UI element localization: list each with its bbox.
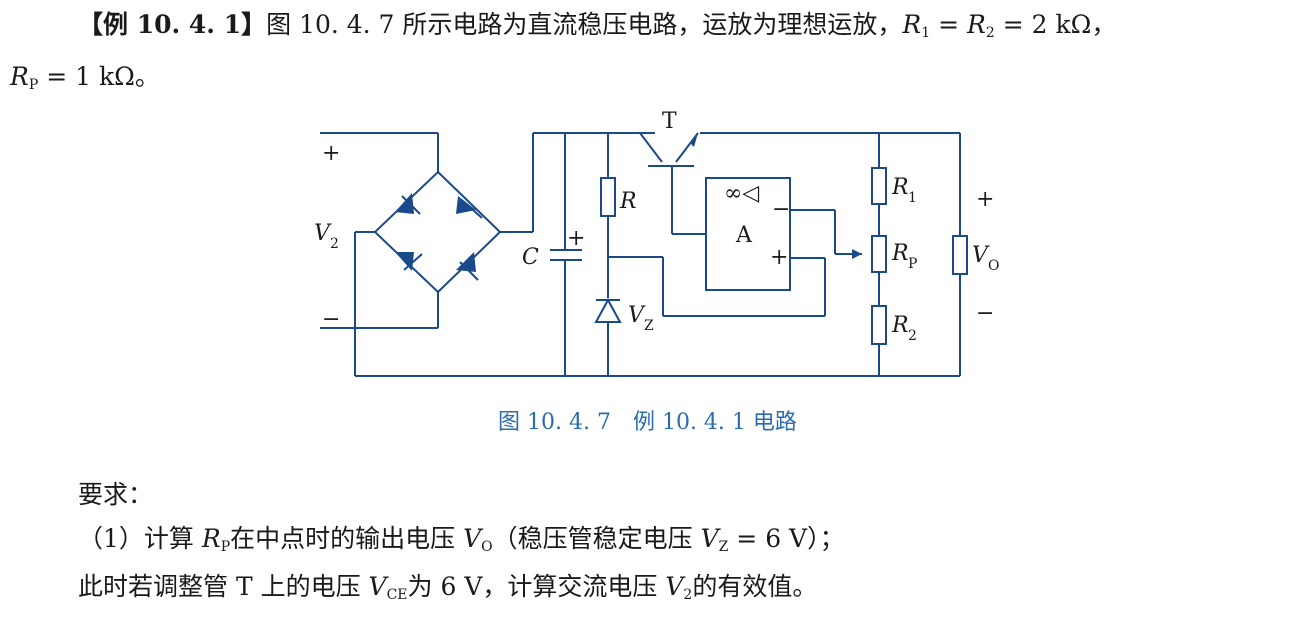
- problem-statement: 图 10. 4. 7 所示电路为直流稳压电路，运放为理想运放，: [266, 10, 903, 39]
- bridge-rectifier: [373, 170, 502, 294]
- r2-subscript: 2: [985, 25, 995, 41]
- vz-label: V: [628, 303, 646, 328]
- input-minus-label: −: [322, 307, 340, 332]
- resistor-r1: [871, 167, 887, 205]
- opamp-name: A: [735, 223, 753, 248]
- q2-v2: V: [665, 572, 684, 601]
- transistor-collector: [639, 132, 663, 163]
- q1-vz: V: [700, 524, 719, 553]
- v2-sub: 2: [330, 236, 339, 252]
- q2-text-b: 为 6 V，计算交流电压: [407, 572, 666, 601]
- problem-label: 【例 10. 4. 1】: [78, 10, 267, 39]
- vo-sub: O: [988, 258, 999, 274]
- q2-text-a: 此时若调整管 T 上的电压: [78, 572, 369, 601]
- q2-vce: V: [368, 572, 387, 601]
- question-1: （1）计算 RP在中点时的输出电压 VO（稳压管稳定电压 VZ = 6 V）；: [78, 524, 845, 562]
- input-plus-label: +: [322, 141, 340, 166]
- q2-v2-sub: 2: [683, 587, 693, 603]
- r2-sub: 2: [908, 328, 917, 344]
- zener-diode: [594, 297, 622, 323]
- question-2: 此时若调整管 T 上的电压 VCE为 6 V，计算交流电压 V2的有效值。: [78, 572, 817, 610]
- out-minus-label: −: [976, 301, 994, 326]
- rp-value: = 1 kΩ。: [38, 62, 160, 91]
- rp-subscript: P: [28, 77, 39, 93]
- diode-bridge-4: [456, 252, 479, 281]
- v2-label: V: [314, 221, 332, 246]
- equals-1: =: [930, 10, 968, 39]
- resistor-r2: [871, 305, 887, 345]
- r-label: R: [619, 189, 637, 214]
- rp-wiper-arrow: [852, 249, 862, 259]
- r1-subscript: 1: [921, 25, 931, 41]
- opamp-symbol: ∞◁: [724, 181, 759, 206]
- resistor-rp: [871, 235, 887, 273]
- q1-vo: V: [463, 524, 482, 553]
- problem-line-2: RP = 1 kΩ。: [10, 62, 160, 100]
- problem-line-1: 【例 10. 4. 1】图 10. 4. 7 所示电路为直流稳压电路，运放为理想…: [78, 10, 1116, 48]
- r2-label: R: [891, 313, 909, 338]
- r1-sub: 1: [908, 190, 917, 206]
- c-plus-label: +: [567, 226, 585, 251]
- q2-vce-sub: CE: [386, 587, 408, 603]
- q1-text-d: = 6 V）；: [728, 524, 845, 553]
- figure-caption: 图 10. 4. 7 例 10. 4. 1 电路: [498, 410, 797, 435]
- q1-rp-sub: P: [220, 539, 231, 555]
- op-plus-label: +: [770, 245, 788, 270]
- q1-vz-sub: Z: [718, 539, 729, 555]
- resistor-r: [600, 177, 616, 217]
- vz-sub: Z: [644, 318, 654, 334]
- requirements-title: 要求：: [78, 480, 154, 509]
- q1-text-a: （1）计算: [78, 524, 202, 553]
- transistor-emitter-arrow: [690, 133, 698, 147]
- vo-label: V: [972, 243, 990, 268]
- q1-vo-sub: O: [481, 539, 493, 555]
- out-plus-label: +: [976, 187, 994, 212]
- diode-bridge-2: [456, 196, 483, 219]
- q2-text-c: 的有效值。: [692, 572, 818, 601]
- r1-label: R: [891, 175, 909, 200]
- opamp-box: [705, 177, 791, 291]
- c-label: C: [522, 245, 539, 270]
- rp-sub: P: [908, 256, 917, 272]
- diode-bridge-3: [395, 252, 423, 271]
- rp-label: R: [891, 241, 909, 266]
- r1-symbol: R: [902, 10, 922, 39]
- r-value: = 2 kΩ，: [994, 10, 1117, 39]
- diode-bridge-1: [395, 193, 421, 215]
- r2-symbol: R: [967, 10, 986, 39]
- load-resistor: [952, 235, 968, 275]
- q1-rp: R: [201, 524, 221, 553]
- op-minus-label: −: [772, 197, 790, 222]
- t-label: T: [662, 109, 677, 134]
- q1-text-c: （稳压管稳定电压: [492, 524, 701, 553]
- q1-text-b: 在中点时的输出电压: [230, 524, 464, 553]
- rp-symbol: R: [10, 62, 29, 91]
